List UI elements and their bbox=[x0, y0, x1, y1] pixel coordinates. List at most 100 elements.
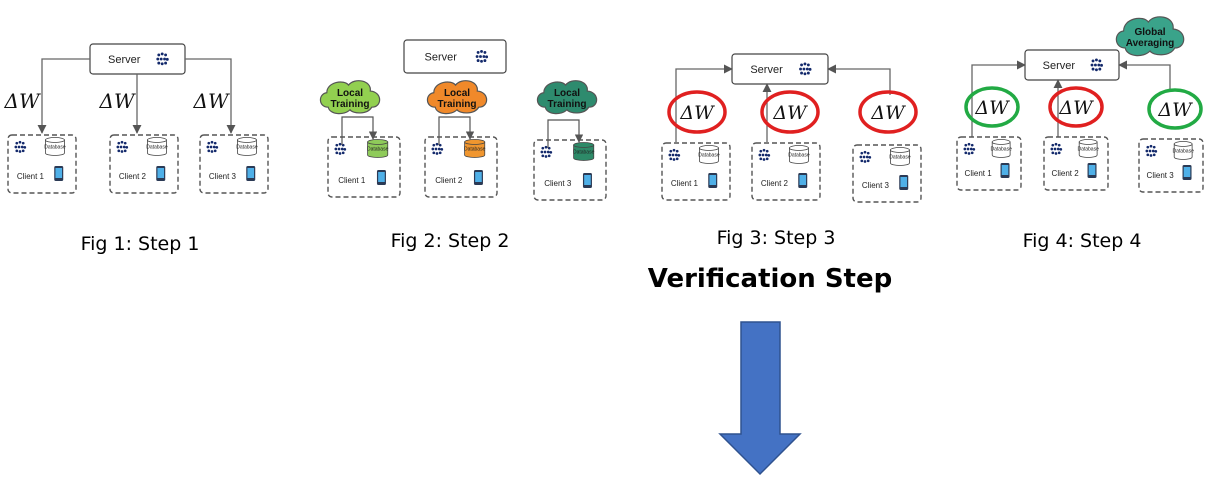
node-dot bbox=[964, 151, 968, 155]
node-dot bbox=[866, 159, 870, 163]
node-dot bbox=[340, 147, 344, 151]
node-dot bbox=[806, 71, 810, 75]
node-dot bbox=[544, 155, 548, 158]
database-top bbox=[1078, 139, 1098, 145]
client-border bbox=[751, 142, 821, 201]
node-dot bbox=[543, 150, 547, 154]
database-label: Database bbox=[464, 147, 486, 153]
delta-w-label: ΔW bbox=[1157, 99, 1193, 121]
database-icon: Database bbox=[1077, 139, 1099, 158]
neural-network-icon bbox=[1145, 144, 1158, 157]
node-dot bbox=[1149, 154, 1153, 157]
server-box: Server bbox=[1024, 49, 1120, 81]
neural-network-icon bbox=[859, 150, 872, 163]
server-border bbox=[403, 39, 507, 74]
node-dot bbox=[437, 147, 441, 151]
node-dot bbox=[164, 61, 168, 65]
node-dot bbox=[116, 145, 120, 149]
node-dot bbox=[157, 61, 161, 65]
node-dot bbox=[1095, 68, 1098, 72]
client-border bbox=[7, 134, 77, 194]
node-dot bbox=[209, 145, 213, 149]
database-label: Database bbox=[146, 145, 168, 151]
neural-network-icon bbox=[799, 62, 812, 76]
client-label: Client 1 bbox=[17, 172, 45, 181]
client-border bbox=[1043, 136, 1109, 191]
phone-screen bbox=[799, 175, 807, 185]
training-loop-arrow bbox=[547, 119, 584, 148]
global-averaging-cloud-shape bbox=[1115, 16, 1185, 57]
node-dot bbox=[434, 147, 438, 151]
client-label: Client 2 bbox=[761, 179, 789, 188]
neural-network-icon bbox=[206, 140, 219, 153]
node-dot bbox=[23, 145, 27, 149]
node-dot bbox=[669, 157, 673, 161]
database-label: Database bbox=[698, 153, 720, 159]
local-training-cloud-shape bbox=[536, 80, 598, 115]
node-dot bbox=[485, 55, 489, 59]
node-dot bbox=[165, 57, 169, 61]
node-dot bbox=[966, 147, 970, 151]
node-dot bbox=[213, 149, 217, 153]
delta-w-label: ΔW bbox=[1058, 97, 1094, 119]
database-body bbox=[1078, 141, 1098, 158]
green-ring-client1-ellipse bbox=[964, 86, 1020, 128]
node-dot bbox=[334, 147, 338, 151]
node-dot bbox=[806, 63, 810, 67]
node-dot bbox=[859, 155, 863, 159]
neural-network-icon bbox=[758, 148, 771, 161]
node-dot bbox=[964, 143, 968, 147]
verification-title: Verification Step bbox=[648, 264, 892, 294]
client-label: Client 1 bbox=[671, 179, 699, 188]
red-ring-client2-ellipse bbox=[760, 90, 820, 134]
server-box: Server bbox=[403, 39, 507, 74]
client-border bbox=[1138, 138, 1204, 193]
node-dot bbox=[160, 52, 164, 56]
database-icon: Database bbox=[44, 137, 66, 156]
server-box: Server bbox=[89, 43, 186, 75]
node-dot bbox=[675, 149, 679, 153]
phone-screen bbox=[900, 177, 908, 187]
client-label: Client 3 bbox=[1147, 171, 1175, 180]
training-loop-arrow bbox=[341, 116, 378, 145]
phone-icon bbox=[708, 173, 718, 188]
database-body bbox=[991, 141, 1011, 158]
server-box: Server bbox=[731, 53, 829, 85]
server-label: Server bbox=[1043, 60, 1076, 72]
green-ring-client3: ΔW bbox=[1147, 88, 1203, 130]
database-body bbox=[573, 144, 595, 161]
node-dot bbox=[862, 155, 866, 159]
neural-network-icon bbox=[14, 140, 27, 153]
database-top bbox=[698, 145, 719, 151]
node-dot bbox=[1154, 149, 1158, 153]
node-dot bbox=[860, 151, 864, 155]
node-dot bbox=[970, 143, 974, 147]
node-dot bbox=[1152, 153, 1156, 157]
node-dot bbox=[672, 148, 676, 152]
node-dot bbox=[164, 53, 168, 57]
local-training-cloud-label-line: Local bbox=[444, 88, 470, 99]
delta-w-label: ΔW bbox=[974, 97, 1010, 119]
green-ring-client3-ellipse bbox=[1147, 88, 1203, 130]
green-ring-client1: ΔW bbox=[964, 86, 1020, 128]
node-dot bbox=[20, 145, 24, 149]
database-top bbox=[889, 147, 910, 153]
database-body bbox=[367, 141, 389, 158]
database-top bbox=[464, 139, 486, 145]
node-dot bbox=[1098, 59, 1102, 63]
database-top bbox=[788, 145, 809, 151]
neural-network-icon bbox=[1050, 142, 1063, 155]
node-dot bbox=[479, 55, 482, 58]
database-icon: Database bbox=[367, 139, 389, 158]
delta-w-label: ΔW bbox=[772, 102, 808, 124]
client-label: Client 3 bbox=[544, 179, 572, 188]
node-dot bbox=[863, 150, 867, 154]
neural-network-icon bbox=[334, 142, 347, 155]
database-label: Database bbox=[44, 145, 66, 151]
local-training-cloud-label-line: Training bbox=[438, 99, 477, 110]
node-dot bbox=[802, 67, 806, 71]
